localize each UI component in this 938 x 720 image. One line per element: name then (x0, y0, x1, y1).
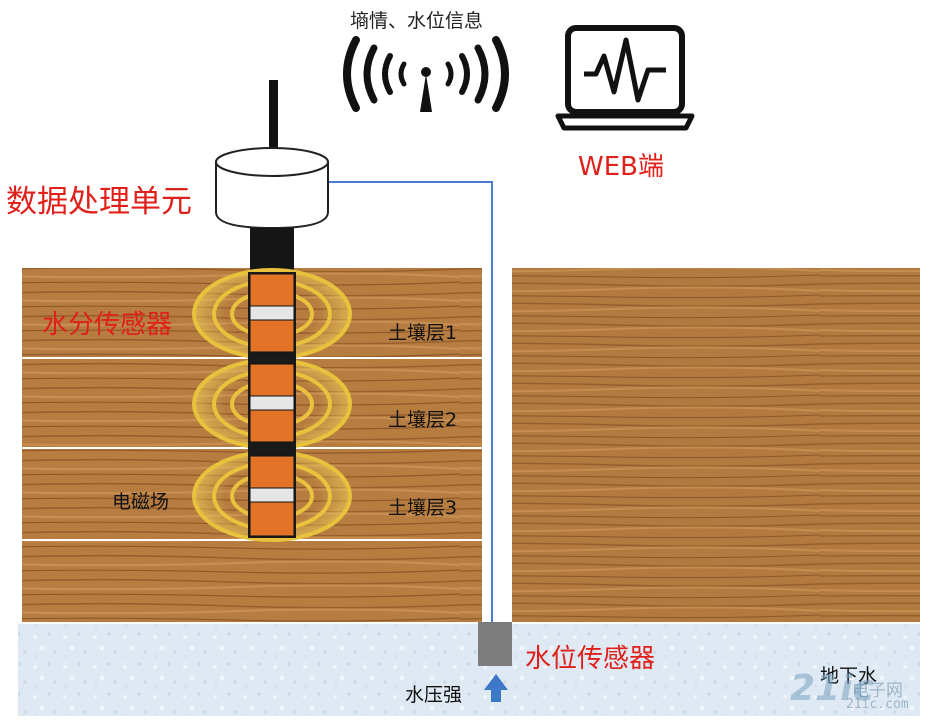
heartbeat-icon (584, 37, 666, 103)
label-groundwater: 地下水 (820, 665, 878, 687)
label-moisture-sensor: 水分传感器 (42, 310, 173, 340)
signal-cable (328, 181, 493, 624)
label-top-info: 墒情、水位信息 (350, 10, 484, 32)
label-soil-layer-1: 土壤层1 (388, 322, 458, 344)
watermark-logo: 21ic (790, 668, 874, 709)
label-soil-layer-2: 土壤层2 (388, 409, 458, 431)
watermark-cn: 电子网 (852, 681, 903, 701)
label-em-field: 电磁场 (112, 491, 170, 513)
label-soil-layer-3: 土壤层3 (388, 497, 458, 519)
label-processing-unit: 数据处理单元 (6, 184, 192, 220)
probe-shaft (250, 228, 294, 272)
processing-unit (215, 147, 329, 230)
moisture-probe (248, 272, 296, 538)
label-water-level-sensor: 水位传感器 (525, 644, 656, 674)
antenna-rod (269, 80, 278, 158)
up-arrow-icon (484, 674, 508, 702)
water-level-sensor-box (478, 622, 512, 666)
watermark-url: 21ic.com (846, 697, 909, 712)
laptop-icon (555, 25, 695, 131)
antenna-icon (420, 67, 432, 112)
groundwater-band (18, 624, 920, 716)
label-web: WEB端 (578, 152, 664, 182)
wifi-waves-icon (343, 36, 509, 112)
label-water-pressure: 水压强 (405, 684, 463, 706)
soil-block-right (512, 268, 920, 622)
